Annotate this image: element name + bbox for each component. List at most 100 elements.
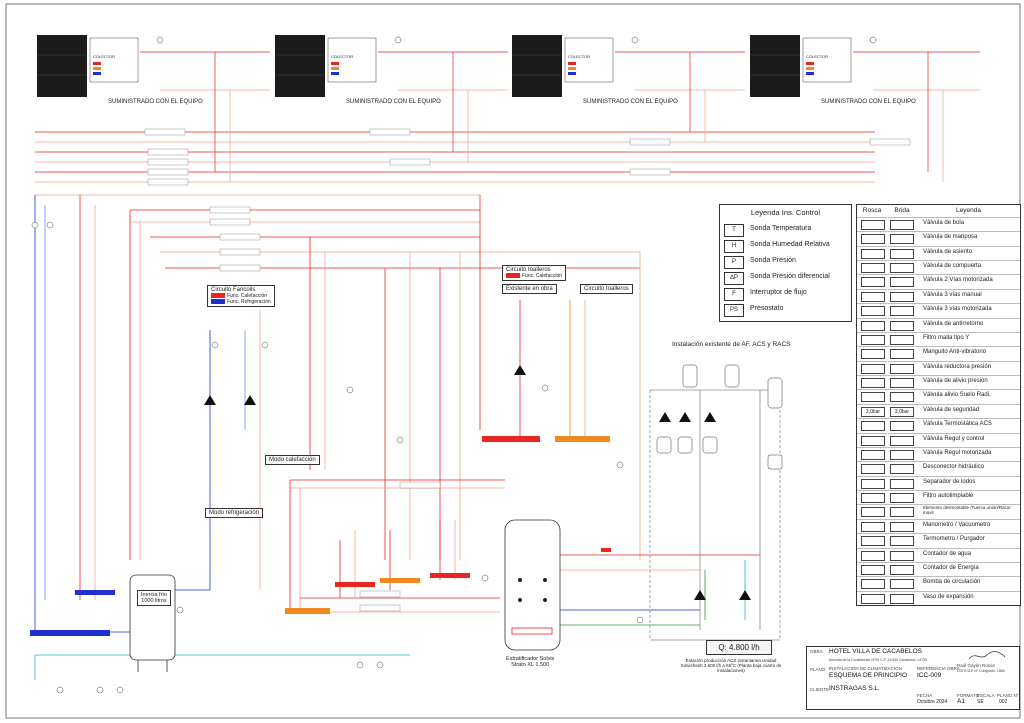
- thread-symbol-icon: [861, 334, 885, 345]
- legend-label: Válvula de seguridad: [923, 406, 980, 413]
- legend-label: Contador de agua: [923, 550, 972, 557]
- legend-row: Filtro autolimpiable: [857, 490, 1020, 505]
- cold-collector-upper: [75, 590, 115, 595]
- control-legend-label: Sonda Presión diferencial: [750, 273, 830, 280]
- thread-symbol-icon: [861, 291, 885, 302]
- legend-label: Contador de Energía: [923, 564, 979, 571]
- colector-label-4: COLECTOR: [806, 54, 829, 59]
- control-legend: Leyenda Ins. Control T Sonda Temperatura…: [719, 204, 852, 322]
- flange-symbol-icon: [890, 378, 914, 389]
- flange-symbol-icon: 3,0bar: [890, 406, 914, 417]
- flange-symbol-icon: [890, 320, 914, 331]
- legend-row: Válvula reductora presión: [857, 360, 1020, 376]
- flange-symbol-icon: [890, 449, 914, 460]
- legend-row: Válvula Regul motorizada: [857, 446, 1020, 462]
- legend-row: Válvula Regul y control: [857, 432, 1020, 448]
- escala-value: SE: [977, 699, 984, 705]
- control-legend-row: H Sonda Humedad Relativa: [720, 238, 851, 254]
- legend-label: Válvula Termostática ACS: [923, 421, 992, 428]
- flange-symbol-icon: [890, 579, 914, 590]
- supply-label-4: SUMINISTRADO CON EL EQUIPO: [821, 99, 916, 105]
- cliente-name: INSTRAGAS S.L.: [829, 685, 880, 692]
- flange-symbol-icon: [890, 234, 914, 245]
- control-legend-row: T Sonda Temperatura: [720, 222, 851, 238]
- control-legend-label: Sonda Presión: [750, 257, 796, 264]
- referencia-value: ICC-009: [917, 672, 942, 679]
- legend-label: Termometro / Purgador: [923, 536, 985, 543]
- control-legend-label: Presostato: [750, 305, 784, 312]
- control-legend-label: Sonda Temperatura: [750, 225, 812, 232]
- humidity-sensor-icon: H: [724, 240, 744, 253]
- legend-label: Válvula 2 Vías motorizada: [923, 277, 993, 284]
- plano-label: PLANO: [810, 667, 826, 672]
- thread-symbol-icon: [861, 234, 885, 245]
- plano-name: ESQUEMA DE PRINCIPIO: [829, 672, 908, 679]
- control-legend-label: Sonda Humedad Relativa: [750, 241, 830, 248]
- flow-rate-box: Q: 4.800 l/h: [706, 640, 772, 655]
- obra-address: Avenida de la Constitución Nº25 C.P. 24.…: [829, 658, 928, 662]
- flange-symbol-icon: [890, 392, 914, 403]
- heating-mode-label: Modo calefacción: [265, 455, 320, 465]
- legend-row: Válvula de asiento: [857, 245, 1020, 261]
- legend-row: Contador de Energía: [857, 561, 1020, 577]
- supply-label-2: SUMINISTRADO CON EL EQUIPO: [346, 99, 441, 105]
- flange-symbol-icon: [890, 291, 914, 302]
- cold-collector: [30, 630, 110, 636]
- legend-row: 3,0bar 3,0bar Válvula de seguridad: [857, 403, 1020, 419]
- fancoil-cool-label: Func. Refrigeración: [227, 299, 271, 305]
- heat-pump-units: [37, 35, 852, 97]
- control-legend-row: PS Presostato: [720, 302, 851, 318]
- towel-heat-label: Func. Calefacción: [522, 273, 563, 279]
- legend-row: Desconector hidráulico: [857, 461, 1020, 476]
- legend-label: Válvula de compuerta: [923, 263, 982, 270]
- thread-symbol-icon: [861, 507, 885, 518]
- control-legend-title: Leyenda Ins. Control: [750, 208, 821, 217]
- legend-label: Válvula Regul motorizada: [923, 449, 992, 456]
- thread-symbol-icon: [861, 263, 885, 274]
- thread-symbol-icon: [861, 306, 885, 317]
- colector-label-1: COLECTOR: [93, 54, 116, 59]
- engineer-name: Raúl Gayán Rosón: [957, 663, 996, 668]
- supply-label-3: SUMINISTRADO CON EL EQUIPO: [583, 99, 678, 105]
- legend-label: Válvula reductora presión: [923, 363, 992, 370]
- flange-symbol-icon: [890, 593, 914, 604]
- thread-symbol-icon: [861, 521, 885, 532]
- legend-label: Válvula de asiento: [923, 248, 973, 255]
- thread-symbol-icon: [861, 248, 885, 259]
- legend-row: Bomba de circulación: [857, 576, 1020, 591]
- formato-label: FORMATO: [957, 693, 980, 698]
- stratifier-label: Estratificador Solvis Strato XL 1.500: [506, 656, 555, 668]
- legend-row: Válvula alivio Suelo Radi.: [857, 389, 1020, 404]
- legend-label: Desconector hidráulico: [923, 464, 985, 471]
- thread-symbol-icon: [861, 464, 885, 475]
- legend-label: Filtro autolimpiable: [923, 493, 974, 500]
- plano-subtitle: INSTALACIÓN DE CLIMATIZACIÓN: [829, 666, 902, 671]
- flange-symbol-icon: [890, 536, 914, 547]
- thread-symbol-icon: 3,0bar: [861, 406, 885, 417]
- legend-label: Válvula de bola: [923, 220, 965, 226]
- flow-switch-icon: F: [724, 288, 744, 301]
- legend-label: Válvula 3 vías manual: [923, 291, 982, 298]
- legend-label: Elemento desmontable /Tuerca unión/Racor…: [923, 505, 1011, 516]
- legend-row: Válvula Termostática ACS: [857, 418, 1020, 433]
- flange-symbol-icon: [890, 435, 914, 446]
- legend-row: Válvula 3 vías motorizada: [857, 303, 1020, 318]
- stratifier-tank: [504, 519, 561, 651]
- plano-num-label: PLANO Nº: [997, 693, 1019, 698]
- legend-row: Válvula de compuerta: [857, 260, 1020, 275]
- legend-row: Válvula 3 vías manual: [857, 288, 1020, 304]
- thread-symbol-icon: [861, 392, 885, 403]
- legend-row: Vaso de expansión: [857, 590, 1020, 606]
- legend-label: Manguito Anti-vibratorio: [923, 349, 987, 356]
- legend-col-brida: Brida: [894, 207, 910, 214]
- escala-label: ESCALA: [977, 693, 995, 698]
- acs-note: Estación producción ACS instantanea Unid…: [680, 658, 782, 673]
- flange-symbol-icon: [890, 493, 914, 504]
- thread-symbol-icon: [861, 564, 885, 575]
- obra-name: HOTEL VILLA DE CACABELOS: [829, 648, 922, 655]
- existing-install-label: Instalación existente de AF, ACS y RACS: [672, 341, 791, 348]
- flange-symbol-icon: [890, 334, 914, 345]
- thread-symbol-icon: [861, 593, 885, 604]
